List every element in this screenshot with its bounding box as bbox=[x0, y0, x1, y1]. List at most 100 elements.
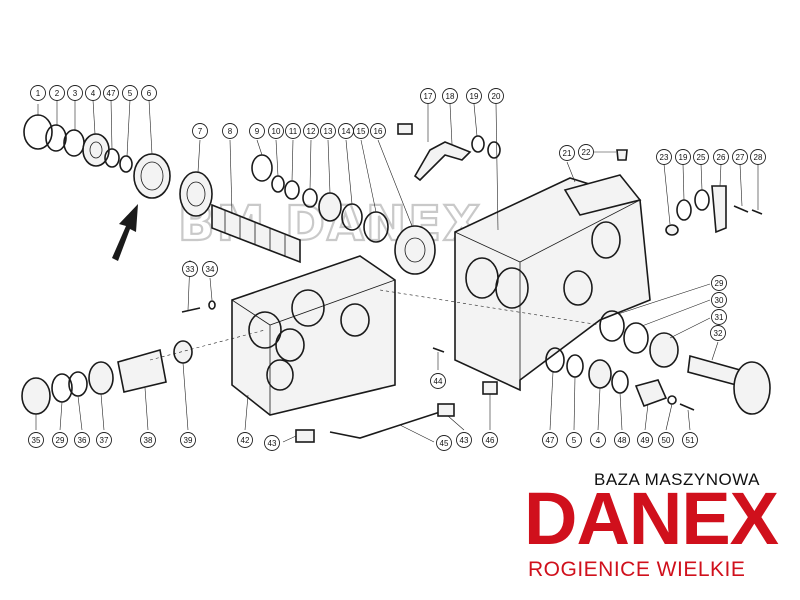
callout-c2: 2 bbox=[49, 85, 65, 101]
plug-46 bbox=[482, 381, 498, 395]
callout-circle bbox=[658, 432, 674, 448]
callout-circle bbox=[710, 325, 726, 341]
assembly-axes bbox=[149, 289, 601, 361]
leader-42 bbox=[244, 394, 249, 431]
callout-label: 1 bbox=[36, 89, 41, 98]
leader-8 bbox=[229, 139, 233, 215]
washer-5 bbox=[119, 155, 133, 173]
callout-circle bbox=[436, 435, 452, 451]
callout-circle bbox=[656, 149, 672, 165]
callout-c32: 32 bbox=[710, 325, 726, 341]
housing-cover-42 bbox=[231, 255, 396, 416]
callout-label: 22 bbox=[582, 148, 591, 157]
gear-7-hub bbox=[186, 181, 206, 207]
upper-left-shaft-parts bbox=[23, 114, 436, 275]
callout-circle bbox=[28, 432, 44, 448]
callout-circle bbox=[103, 85, 119, 101]
callout-c45: 45 bbox=[436, 435, 452, 451]
leader-37 bbox=[100, 393, 105, 431]
callout-circle bbox=[713, 149, 729, 165]
plug-23 bbox=[665, 224, 679, 236]
leader-19a bbox=[473, 103, 478, 137]
leader-5b bbox=[573, 376, 576, 431]
callout-circle bbox=[268, 123, 284, 139]
shaft-8-splines bbox=[224, 211, 286, 257]
callout-circle bbox=[49, 85, 65, 101]
bushing-43b bbox=[437, 403, 455, 417]
breather-22 bbox=[616, 149, 628, 161]
leader-38 bbox=[144, 387, 149, 431]
plug-17 bbox=[397, 123, 413, 135]
main-housing-bore-3 bbox=[563, 270, 593, 306]
callout-c16: 16 bbox=[370, 123, 386, 139]
callout-circle bbox=[482, 432, 498, 448]
gear-6 bbox=[133, 153, 171, 199]
flange-49 bbox=[634, 379, 668, 408]
callout-c11: 11 bbox=[285, 123, 301, 139]
circlip-29 bbox=[599, 310, 625, 342]
callout-label: 10 bbox=[272, 127, 281, 136]
callout-circle bbox=[711, 309, 727, 325]
callout-circle bbox=[249, 123, 265, 139]
callout-label: 44 bbox=[434, 377, 443, 386]
callout-label: 8 bbox=[228, 127, 233, 136]
callout-circle bbox=[285, 123, 301, 139]
leader-14 bbox=[345, 139, 353, 205]
callout-c28: 28 bbox=[750, 149, 766, 165]
callout-label: 15 bbox=[357, 127, 366, 136]
callout-label: 5 bbox=[572, 436, 577, 445]
callout-c27: 27 bbox=[732, 149, 748, 165]
callout-label: 35 bbox=[32, 436, 41, 445]
callout-label: 49 bbox=[641, 436, 650, 445]
leader-29b bbox=[59, 401, 63, 431]
callout-circle bbox=[566, 432, 582, 448]
callout-label: 11 bbox=[289, 127, 298, 136]
callout-c10: 10 bbox=[268, 123, 284, 139]
bearing-39 bbox=[173, 340, 193, 364]
callout-circle bbox=[614, 432, 630, 448]
callout-circle bbox=[442, 88, 458, 104]
callout-c1: 1 bbox=[30, 85, 46, 101]
callout-circle bbox=[180, 432, 196, 448]
leader-30 bbox=[641, 299, 711, 327]
callout-circle bbox=[202, 261, 218, 277]
callout-c19a: 19 bbox=[466, 88, 482, 104]
callout-c49: 49 bbox=[637, 432, 653, 448]
callout-circle bbox=[353, 123, 369, 139]
leader-7 bbox=[197, 139, 201, 173]
callout-label: 46 bbox=[486, 436, 495, 445]
callout-c43b: 43 bbox=[456, 432, 472, 448]
leader-51 bbox=[687, 409, 691, 431]
callout-c25: 25 bbox=[693, 149, 709, 165]
leader-6 bbox=[148, 99, 153, 155]
callout-c4: 4 bbox=[85, 85, 101, 101]
callout-label: 39 bbox=[184, 436, 193, 445]
brand-name: DANEX bbox=[524, 477, 779, 560]
leader-34 bbox=[209, 277, 213, 301]
leader-12 bbox=[309, 139, 312, 190]
callout-c33: 33 bbox=[182, 261, 198, 277]
pin-27 bbox=[733, 205, 749, 213]
leader-19b bbox=[682, 163, 685, 201]
callout-circle bbox=[466, 88, 482, 104]
callout-label: 17 bbox=[424, 92, 433, 101]
callout-label: 43 bbox=[460, 436, 469, 445]
ring-10 bbox=[271, 175, 285, 193]
callout-label: 50 bbox=[662, 436, 671, 445]
leader-16 bbox=[377, 139, 413, 227]
callout-circle bbox=[140, 432, 156, 448]
washer-34 bbox=[208, 300, 216, 310]
callout-circle bbox=[320, 123, 336, 139]
callout-c42: 42 bbox=[237, 432, 253, 448]
callout-c47a: 47 bbox=[103, 85, 119, 101]
lever-26 bbox=[711, 185, 727, 234]
ring-25 bbox=[694, 189, 710, 211]
callout-label: 23 bbox=[660, 153, 669, 162]
leader-31 bbox=[669, 317, 711, 339]
gear-shaft-38 bbox=[117, 348, 167, 393]
callout-c20: 20 bbox=[488, 88, 504, 104]
leader-21 bbox=[566, 161, 576, 183]
main-housing-top bbox=[563, 174, 642, 216]
callout-c26: 26 bbox=[713, 149, 729, 165]
